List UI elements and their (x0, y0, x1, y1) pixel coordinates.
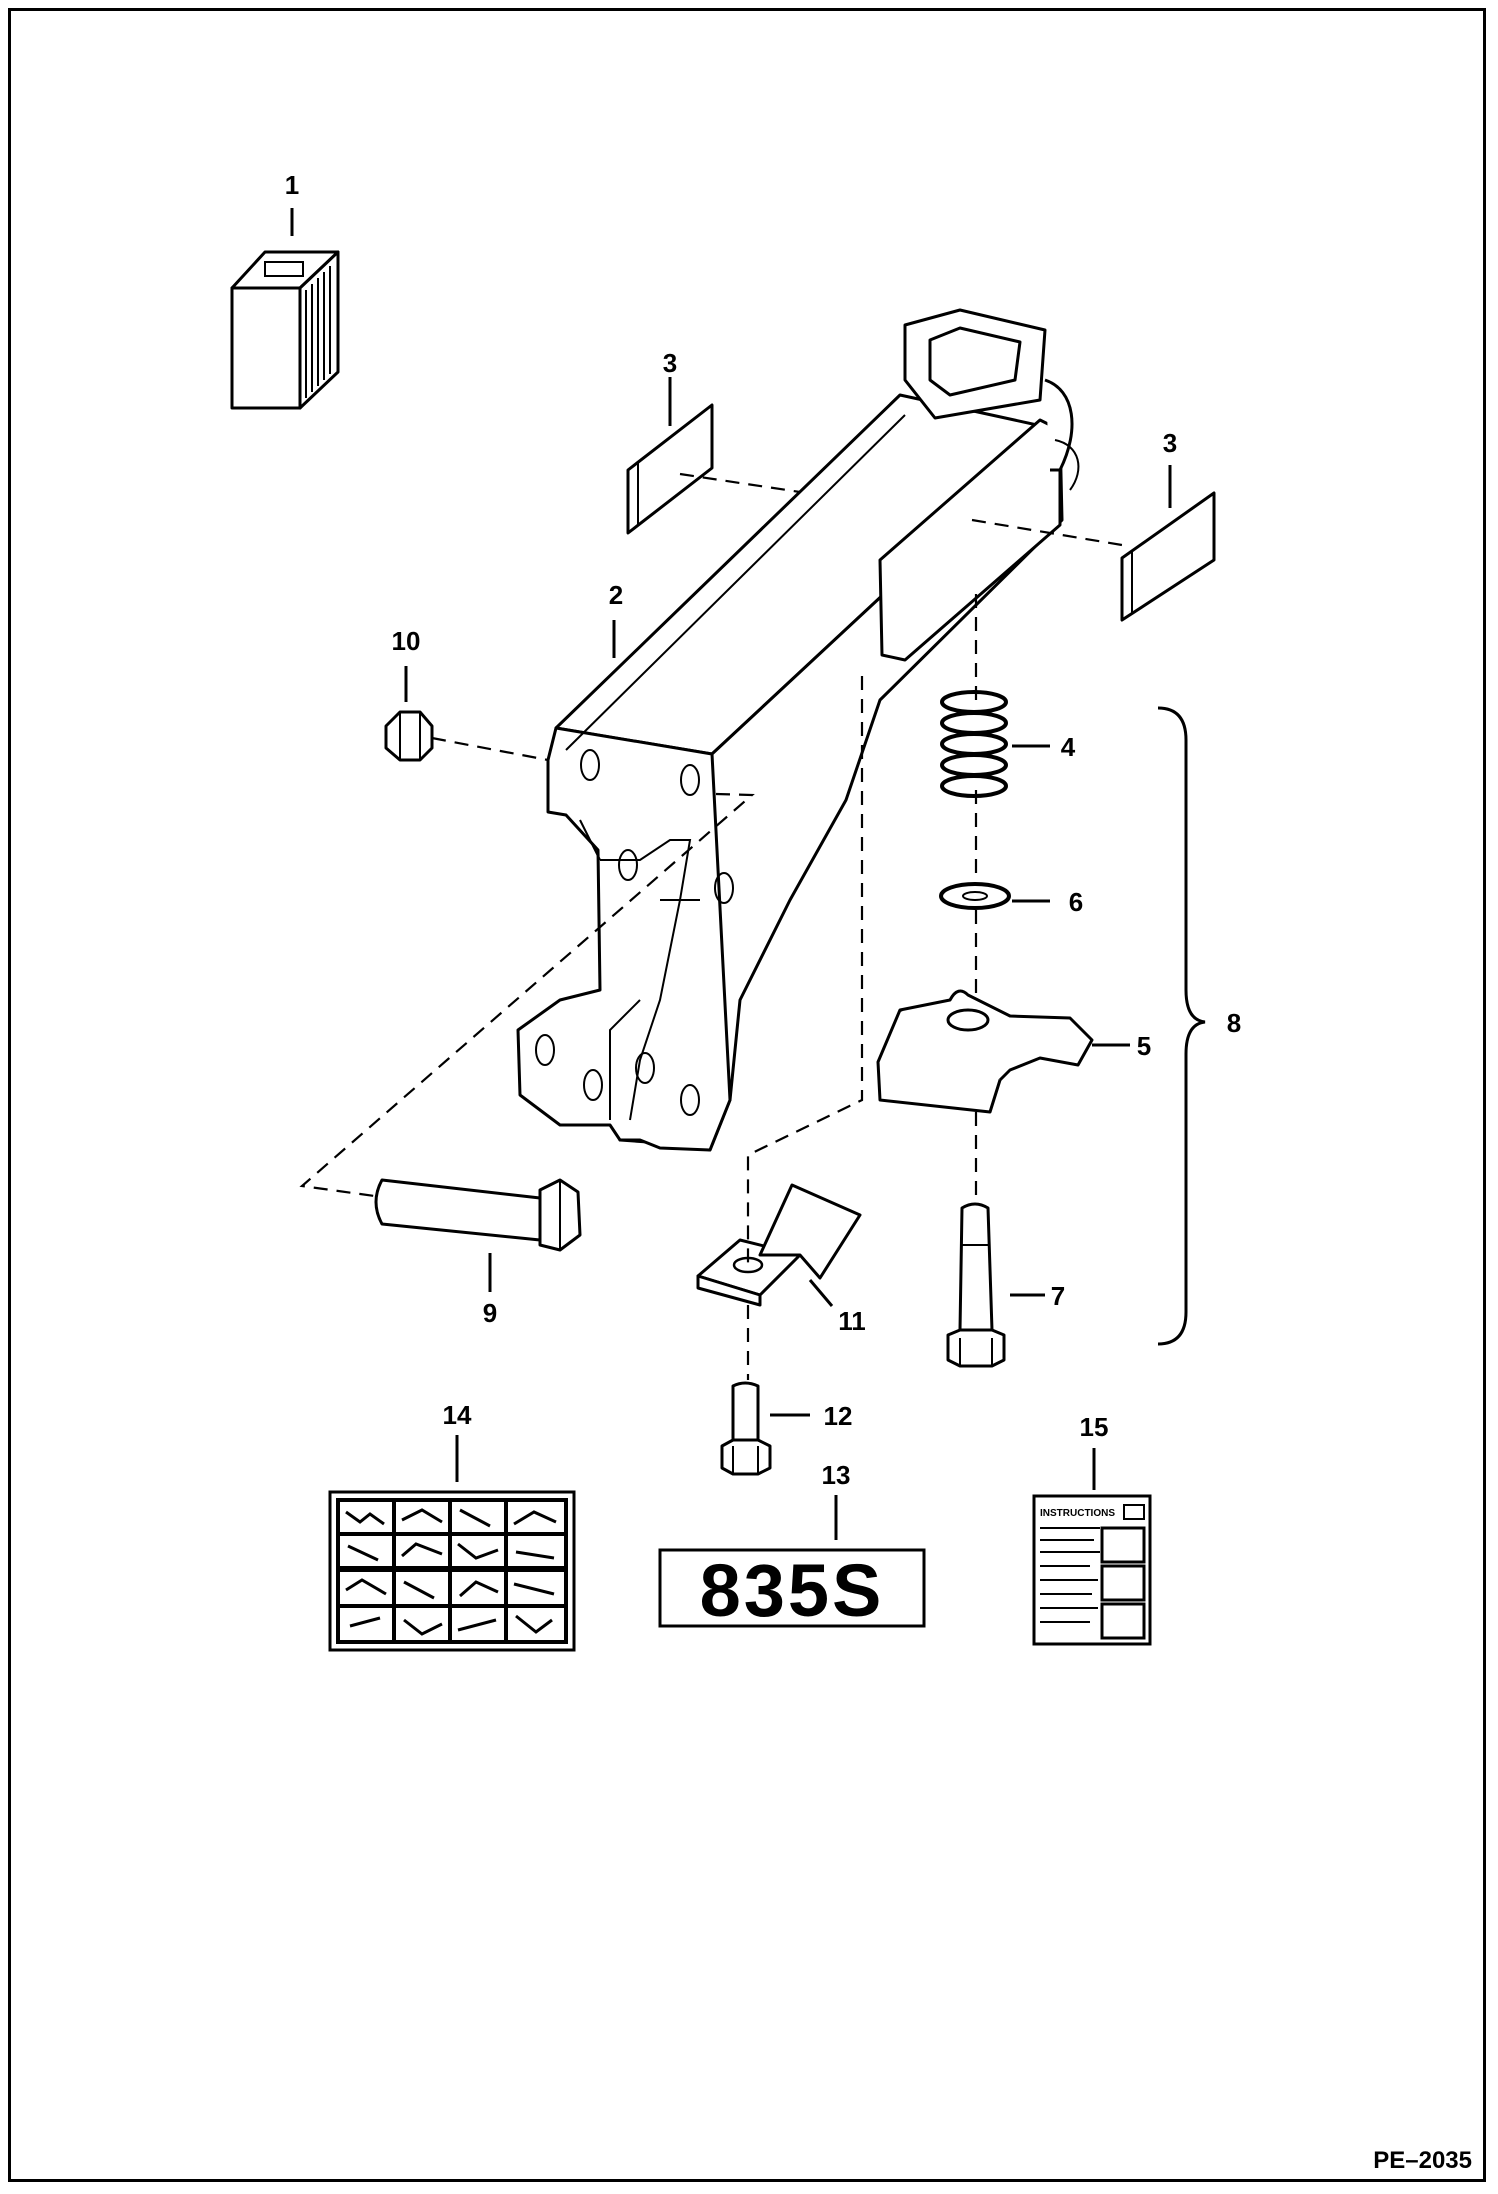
part-10-nut (384, 710, 434, 762)
callout-4: 4 (1061, 732, 1076, 762)
callout-6: 6 (1069, 887, 1083, 917)
part-15-instruction-sheet: INSTRUCTIONS (1032, 1494, 1152, 1646)
part-13-model-decal: 835S (658, 1548, 926, 1632)
figure-reference: PE–2035 (1373, 2147, 1472, 2174)
callout-10: 10 (392, 626, 421, 656)
part-6-washer (939, 882, 1011, 910)
callout-14: 14 (443, 1400, 472, 1430)
callout-12: 12 (824, 1401, 853, 1431)
part-12-bolt (720, 1381, 772, 1476)
part-2-arm (516, 308, 1080, 1152)
part-8-brace (1157, 706, 1206, 1346)
callout-3-right: 3 (1163, 428, 1177, 458)
part-9-bolt (374, 1178, 582, 1252)
page-border (8, 8, 1486, 2182)
callout-2: 2 (609, 580, 623, 610)
callout-11: 11 (838, 1306, 866, 1336)
callout-15: 15 (1080, 1412, 1109, 1442)
assembly-lines (299, 472, 1123, 1380)
part-11-tab (696, 1183, 862, 1307)
part-5-bracket (876, 989, 1094, 1114)
part-4-spring (940, 690, 1008, 798)
leader-lines (290, 208, 1172, 1540)
callout-1: 1 (285, 170, 299, 200)
part-14-decal-sheet (328, 1490, 576, 1652)
instruction-sheet-header: INSTRUCTIONS (1040, 1508, 1115, 1519)
part-3-pad-right (1120, 491, 1216, 622)
part-1-box (230, 250, 340, 410)
model-decal-text: 835S (700, 1549, 885, 1632)
part-3-pad-left (626, 403, 714, 535)
callout-3-left: 3 (663, 348, 677, 378)
callout-labels: 1 2 3 3 4 5 6 7 8 9 10 11 12 13 14 15 (285, 170, 1241, 1490)
callout-8: 8 (1227, 1008, 1241, 1038)
callout-9: 9 (483, 1298, 497, 1328)
part-7-bolt (946, 1202, 1006, 1368)
callout-5: 5 (1137, 1031, 1151, 1061)
callout-7: 7 (1051, 1281, 1065, 1311)
callout-13: 13 (822, 1460, 851, 1490)
